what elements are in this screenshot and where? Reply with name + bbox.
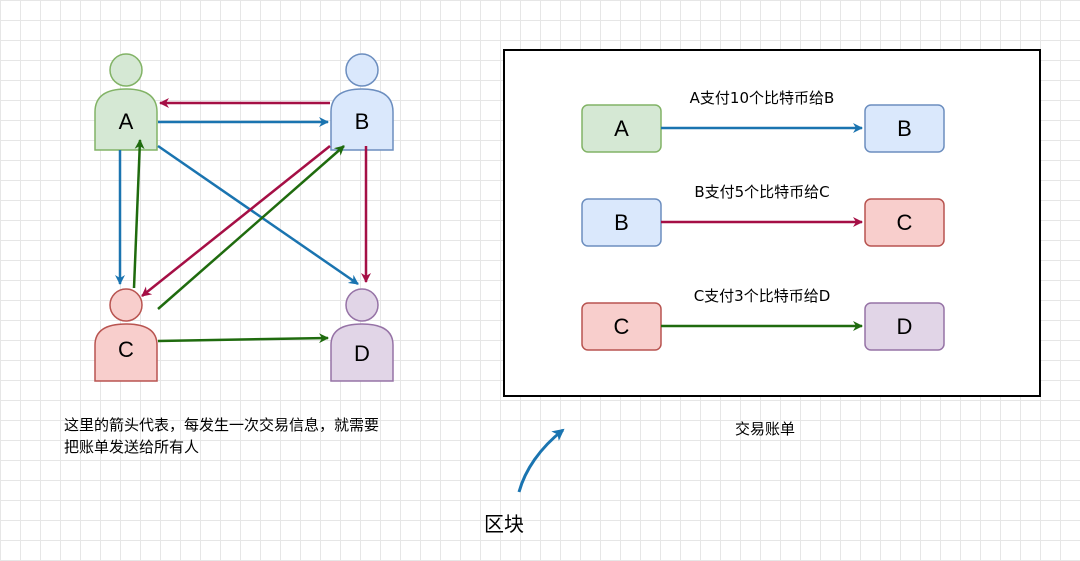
ledger-row-3-label: C支付3个比特币给D bbox=[694, 287, 831, 305]
ledger-row-2-label: B支付5个比特币给C bbox=[694, 183, 829, 201]
ledger-row-2-to: C bbox=[897, 210, 913, 235]
person-a-label: A bbox=[119, 109, 134, 134]
ledger-caption: 交易账单 bbox=[735, 420, 795, 438]
ledger-row-3-to: D bbox=[897, 314, 913, 339]
ledger-row-1-from: A bbox=[614, 116, 629, 141]
ledger-row-2-to-box bbox=[864, 198, 945, 247]
edge-c-to-a bbox=[132, 139, 145, 289]
ledger-row-1-to-box bbox=[864, 104, 945, 153]
person-a-body bbox=[94, 88, 158, 151]
person-a: A bbox=[94, 53, 158, 151]
ledger-row-2: B B支付5个比特币给C C bbox=[581, 183, 945, 247]
person-c: C bbox=[94, 288, 158, 382]
person-c-label: C bbox=[118, 337, 134, 362]
block-pointer-arrow bbox=[517, 428, 565, 493]
network-caption-line1: 这里的箭头代表，每发生一次交易信息，就需要 bbox=[64, 416, 379, 434]
ledger-row-1: A A支付10个比特币给B B bbox=[581, 89, 945, 153]
edge-b-to-c bbox=[141, 145, 331, 297]
person-b-head bbox=[345, 53, 379, 87]
person-b-label: B bbox=[355, 109, 370, 134]
person-b-body bbox=[330, 88, 394, 151]
ledger-row-1-to: B bbox=[897, 116, 912, 141]
ledger-row-3-to-box bbox=[864, 302, 945, 351]
ledger-row-3: C C支付3个比特币给D D bbox=[581, 287, 945, 351]
ledger-row-2-from: B bbox=[614, 210, 629, 235]
person-a-head bbox=[109, 53, 143, 87]
edge-c-to-d bbox=[157, 333, 329, 344]
network-caption-line2: 把账单发送给所有人 bbox=[64, 438, 199, 456]
ledger-row-1-label: A支付10个比特币给B bbox=[690, 89, 835, 107]
person-d-label: D bbox=[354, 341, 370, 366]
person-b: B bbox=[330, 53, 394, 151]
edge-a-to-d bbox=[157, 144, 359, 286]
block-label: 区块 bbox=[484, 512, 524, 536]
edge-c-to-b bbox=[157, 145, 345, 310]
person-c-body bbox=[94, 323, 158, 382]
person-d: D bbox=[330, 288, 394, 382]
person-c-head bbox=[109, 288, 143, 322]
person-d-head bbox=[345, 288, 379, 322]
ledger-row-3-from: C bbox=[614, 314, 630, 339]
person-d-body bbox=[330, 323, 394, 382]
